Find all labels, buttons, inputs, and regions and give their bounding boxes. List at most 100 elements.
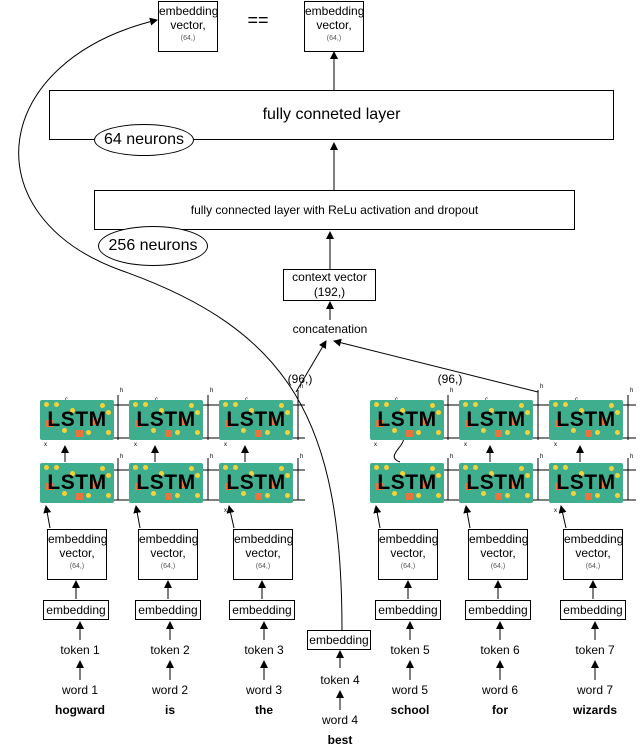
- svg-text:x: x: [224, 442, 227, 448]
- fc-mid-neurons-label: 256 neurons: [108, 237, 198, 254]
- fc-top-label: fully conneted layer: [262, 106, 401, 123]
- gate-dot: [159, 471, 164, 476]
- token-label: token 1: [60, 643, 100, 657]
- fc-mid-neurons: 256 neurons: [98, 226, 208, 266]
- svg-text:x: x: [464, 442, 467, 448]
- gate-square: [465, 483, 472, 490]
- gate-dot: [285, 410, 290, 415]
- gate-dot: [241, 428, 246, 433]
- lstm-label: LSTM: [377, 408, 437, 431]
- svg-text:h: h: [210, 388, 213, 394]
- gate-dot: [553, 402, 558, 407]
- sentence-word: hogward: [55, 703, 105, 717]
- gate-dot: [189, 466, 194, 471]
- embedding-label: embedding: [378, 603, 438, 617]
- gate-dot: [100, 403, 105, 408]
- gate-square: [225, 420, 232, 427]
- gate-square: [509, 418, 516, 425]
- gate-dot: [579, 408, 584, 413]
- gate-dot: [563, 465, 568, 470]
- gate-dot: [86, 493, 91, 498]
- gate-dot: [615, 493, 620, 498]
- gate-dot: [615, 430, 620, 435]
- gate-dot: [489, 471, 494, 476]
- sentence-word: for: [492, 703, 508, 717]
- gate-dot: [553, 465, 558, 470]
- embedding-vector-shape: (64,): [69, 563, 85, 570]
- gate-dot: [265, 493, 270, 498]
- gate-square: [46, 483, 53, 490]
- lstm-label: LSTM: [556, 471, 616, 494]
- svg-text:x: x: [374, 442, 377, 448]
- svg-text:h: h: [300, 454, 303, 460]
- embedding-box: embedding: [229, 600, 295, 620]
- lstm-label: LSTM: [466, 408, 526, 431]
- gate-square: [46, 420, 53, 427]
- lstm-label: LSTM: [556, 408, 616, 431]
- gate-dot: [62, 428, 67, 433]
- svg-text:x: x: [134, 508, 137, 514]
- gate-dot: [400, 408, 405, 413]
- gate-dot: [384, 402, 389, 407]
- gate-square: [555, 483, 562, 490]
- lstm-cell: LSTM: [459, 463, 533, 503]
- gate-dot: [392, 491, 397, 496]
- gate-dot: [473, 465, 478, 470]
- target-embedding-label: embedding: [309, 633, 369, 647]
- gate-dot: [195, 430, 200, 435]
- gate-dot: [233, 402, 238, 407]
- gate-dot: [133, 402, 138, 407]
- gate-square: [420, 418, 427, 425]
- gate-square: [225, 483, 232, 490]
- svg-text:x: x: [44, 508, 47, 514]
- output-vector-left-label: embedding vector,: [159, 4, 219, 32]
- output-vector-right: embedding vector, (64,): [304, 1, 364, 52]
- embedding-box: embedding: [135, 600, 201, 620]
- embedding-vector-label: embedding vector,: [234, 532, 294, 560]
- gate-dot: [143, 402, 148, 407]
- gate-dot: [233, 465, 238, 470]
- embedding-vector-label: embedding vector,: [139, 532, 199, 560]
- fc-mid-layer: fully connected layer with ReLu activati…: [94, 190, 575, 230]
- gate-dot: [505, 430, 510, 435]
- word-label: word 2: [151, 683, 189, 697]
- svg-text:h: h: [210, 454, 213, 460]
- embedding-vector: embedding vector,(64,): [563, 529, 623, 580]
- word-label: word 7: [576, 683, 614, 697]
- gate-dot: [563, 402, 568, 407]
- gate-square: [585, 493, 592, 500]
- arrow-right-branch-to-concat: [333, 338, 539, 393]
- output-vector-right-label: embedding vector,: [305, 4, 365, 32]
- embedding-vector: embedding vector, (64,): [47, 529, 107, 580]
- gate-dot: [54, 465, 59, 470]
- gate-dot: [151, 428, 156, 433]
- embedding-vector-shape: (64,): [255, 563, 271, 570]
- gate-dot: [392, 428, 397, 433]
- gate-dot: [481, 428, 486, 433]
- embedding-label: embedding: [138, 603, 198, 617]
- gate-dot: [151, 491, 156, 496]
- gate-square: [495, 493, 502, 500]
- gate-dot: [175, 430, 180, 435]
- target-token: token 4: [320, 673, 360, 687]
- gate-dot: [489, 408, 494, 413]
- fc-top-neurons-label: 64 neurons: [103, 131, 185, 148]
- word-label: word 5: [391, 683, 429, 697]
- gate-dot: [106, 430, 111, 435]
- gate-dot: [481, 491, 486, 496]
- gate-square: [90, 418, 97, 425]
- gate-square: [406, 493, 413, 500]
- embedding-vector-label: embedding vector,: [48, 532, 108, 560]
- context-vector-shape: (192,): [313, 285, 346, 299]
- svg-text:x: x: [464, 508, 467, 514]
- embedding-label: embedding: [232, 603, 292, 617]
- svg-text:h: h: [450, 454, 453, 460]
- gate-square: [465, 420, 472, 427]
- gate-dot: [436, 410, 441, 415]
- gate-dot: [44, 465, 49, 470]
- embedding-vector-shape: (64,): [160, 563, 176, 570]
- gate-dot: [143, 465, 148, 470]
- lstm-label: LSTM: [136, 471, 196, 494]
- gate-dot: [615, 473, 620, 478]
- token-label: token 2: [150, 643, 190, 657]
